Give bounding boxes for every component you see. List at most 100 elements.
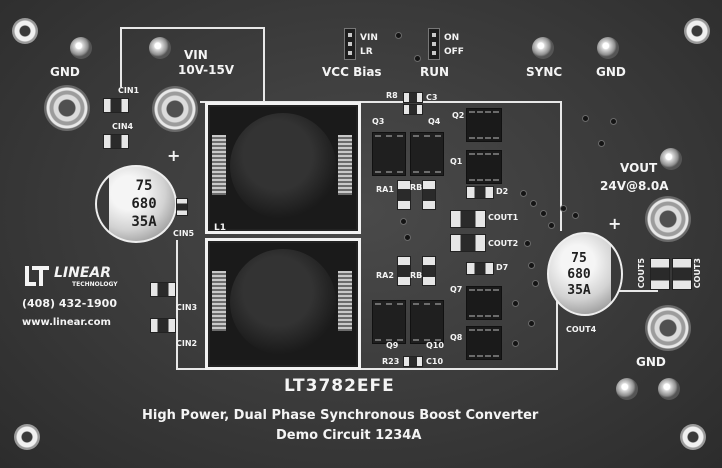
run-opt-off: OFF bbox=[444, 47, 464, 57]
cout3-capacitor bbox=[672, 258, 692, 290]
via bbox=[512, 300, 519, 307]
vcc-bias-jumper[interactable] bbox=[344, 28, 356, 60]
gnd-test-point-bottom-right[interactable] bbox=[658, 378, 680, 400]
trace bbox=[200, 101, 560, 103]
vin-input-terminal[interactable] bbox=[152, 86, 198, 132]
cin5-label: CIN5 bbox=[173, 229, 195, 238]
rb2-resistor bbox=[422, 256, 436, 286]
r8-label: R8 bbox=[386, 91, 398, 100]
mounting-hole-top-right bbox=[684, 18, 710, 44]
vcc-bias-opt-vin: VIN bbox=[360, 33, 378, 43]
input-cap-marking-3: 35A bbox=[131, 214, 157, 230]
q4-mosfet bbox=[410, 132, 444, 176]
via bbox=[582, 115, 589, 122]
gnd-test-point-left[interactable] bbox=[70, 37, 92, 59]
c10-label: C10 bbox=[426, 357, 444, 366]
cin5-small-part bbox=[176, 198, 188, 216]
cout5-capacitor bbox=[650, 258, 670, 290]
vout-value-label: 24V@8.0A bbox=[600, 179, 669, 193]
trace bbox=[120, 27, 122, 87]
q1-label: Q1 bbox=[450, 157, 463, 166]
part-number-title: LT3782EFE bbox=[284, 376, 395, 396]
rb2-label: RB2 bbox=[410, 271, 428, 280]
q9-label: Q9 bbox=[386, 341, 399, 350]
q10-mosfet bbox=[410, 300, 444, 344]
gnd-test-point-bottom-left[interactable] bbox=[616, 378, 638, 400]
ra2-label: RA2 bbox=[376, 271, 394, 280]
cin2-capacitor bbox=[150, 318, 176, 333]
q10-label: Q10 bbox=[426, 341, 444, 350]
gnd-output-terminal[interactable] bbox=[645, 305, 691, 351]
via bbox=[540, 210, 547, 217]
via bbox=[560, 205, 567, 212]
vout-label: VOUT bbox=[620, 161, 658, 175]
inductor-l1-winding-left bbox=[212, 135, 226, 195]
q7-label: Q7 bbox=[450, 285, 463, 294]
q4-label: Q4 bbox=[428, 117, 441, 126]
inductor-l1 bbox=[205, 102, 361, 234]
cin1-capacitor bbox=[103, 98, 129, 113]
output-electrolytic-capacitor: 75 680 35A bbox=[547, 232, 623, 316]
inductor-l1-winding-right bbox=[338, 135, 352, 195]
run-label: RUN bbox=[420, 65, 450, 79]
run-opt-on: ON bbox=[444, 33, 460, 43]
mounting-hole-bottom-left bbox=[14, 424, 40, 450]
q8-label: Q8 bbox=[450, 333, 463, 342]
via bbox=[512, 340, 519, 347]
vcc-bias-opt-lr: LR bbox=[360, 47, 373, 57]
cout2-label: COUT2 bbox=[488, 239, 519, 248]
q9-mosfet bbox=[372, 300, 406, 344]
logo-subtext: TECHNOLOGY bbox=[72, 281, 118, 288]
ra1-resistor bbox=[397, 180, 411, 210]
cin2-label: CIN2 bbox=[176, 339, 198, 348]
cout2-capacitor bbox=[450, 234, 486, 252]
l1-label: L1 bbox=[214, 223, 226, 233]
via bbox=[530, 200, 537, 207]
phone-number: (408) 432-1900 bbox=[22, 297, 117, 310]
gnd-test-point-top-right[interactable] bbox=[597, 37, 619, 59]
via bbox=[610, 118, 617, 125]
trace bbox=[263, 27, 265, 102]
rb1-resistor bbox=[422, 180, 436, 210]
sync-label: SYNC bbox=[526, 65, 563, 79]
via bbox=[598, 140, 605, 147]
sync-test-point[interactable] bbox=[532, 37, 554, 59]
run-jumper[interactable] bbox=[428, 28, 440, 60]
vin-range-label: 10V-15V bbox=[178, 63, 235, 77]
c3-label: C3 bbox=[426, 93, 438, 102]
d7-diode bbox=[466, 262, 494, 275]
gnd-input-terminal[interactable] bbox=[44, 85, 90, 131]
input-electrolytic-capacitor: 75 680 35A bbox=[95, 165, 177, 243]
q3-label: Q3 bbox=[372, 117, 385, 126]
logo-text: LINEAR bbox=[54, 265, 112, 281]
rb1-label: RB1 bbox=[410, 183, 428, 192]
mounting-hole-bottom-right bbox=[680, 424, 706, 450]
vout-test-point[interactable] bbox=[660, 148, 682, 170]
q1-mosfet bbox=[466, 150, 502, 184]
inductor-l2-winding-right bbox=[338, 271, 352, 331]
vcc-bias-label: VCC Bias bbox=[322, 65, 382, 79]
trace bbox=[556, 300, 558, 370]
gnd-bottom-right-label: GND bbox=[636, 355, 666, 369]
q2-label: Q2 bbox=[452, 111, 465, 120]
vout-output-terminal[interactable] bbox=[645, 196, 691, 242]
input-cap-marking-1: 75 bbox=[135, 178, 153, 194]
inductor-l2 bbox=[205, 238, 361, 370]
via bbox=[528, 320, 535, 327]
q7-mosfet bbox=[466, 286, 502, 320]
d2-label: D2 bbox=[496, 187, 509, 196]
vin-test-point[interactable] bbox=[149, 37, 171, 59]
cin4-label: CIN4 bbox=[112, 122, 134, 131]
ra2-resistor bbox=[397, 256, 411, 286]
c3-capacitor bbox=[403, 104, 423, 115]
ra1-label: RA1 bbox=[376, 185, 394, 194]
via bbox=[395, 32, 402, 39]
gnd-left-label: GND bbox=[50, 65, 80, 79]
cout5-label: COUT5 bbox=[637, 258, 646, 289]
trace bbox=[176, 240, 178, 370]
trace bbox=[120, 27, 265, 29]
linear-logo-icon bbox=[25, 266, 49, 286]
trace bbox=[608, 290, 658, 292]
via bbox=[524, 240, 531, 247]
